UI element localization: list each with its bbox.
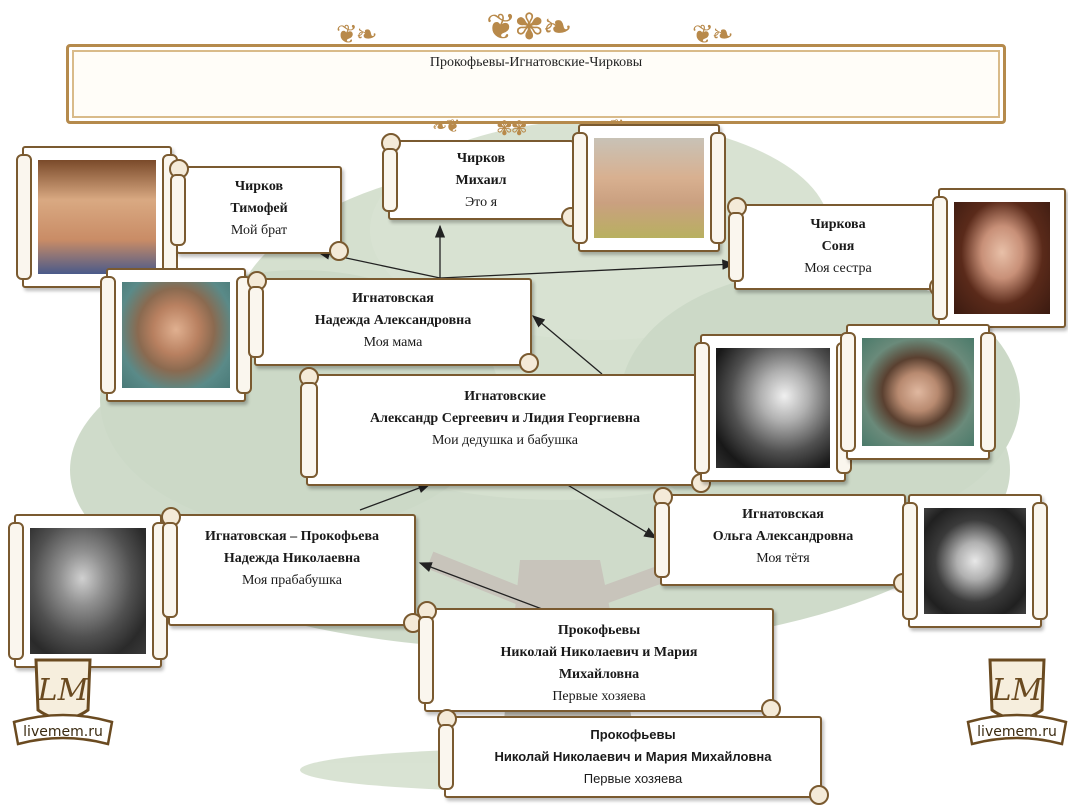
photo-frame-timofey [16, 146, 178, 288]
card-timofey-surname: Чирков [234, 179, 284, 194]
card-mother: Игнатовская Надежда Александровна Моя ма… [247, 271, 539, 373]
card-sonya-surname: Чиркова [810, 217, 866, 232]
card-grandparents-role: Мои дедушка и бабушка [432, 433, 578, 448]
photo-frame-grandfather [694, 334, 852, 482]
card-aunt: Игнатовская Ольга Александровна Моя тётя [653, 487, 913, 593]
photo-grandmother [862, 338, 974, 446]
bottom-ornament-center: ✾✾ [496, 116, 527, 140]
svg-text:livemem.ru: livemem.ru [977, 724, 1057, 740]
card-grandparents-names: Александр Сергеевич и Лидия Георгиевна [369, 411, 640, 426]
card-first-owners-copy: Прокофьевы Николай Николаевич и Мария Ми… [437, 709, 829, 805]
photo-grandfather [716, 348, 830, 468]
svg-text:LM: LM [37, 673, 90, 708]
card-first-owners-copy-role: Первые хозяева [583, 771, 683, 786]
card-mikhail-name: Михаил [455, 173, 507, 188]
top-ornament-left: ❦❧ [336, 20, 378, 50]
card-aunt-role: Моя тётя [756, 551, 810, 566]
card-first-owners-role: Первые хозяева [552, 689, 646, 704]
page-title: Прокофьевы-Игнатовские-Чирковы [429, 55, 643, 70]
card-great-grandmother-name: Надежда Николаевна [223, 551, 361, 566]
photo-timofey [38, 160, 156, 274]
card-first-owners-names: Николай Николаевич и Мария [500, 645, 698, 660]
photo-sonya [954, 202, 1050, 314]
card-grandparents: Игнатовские Александр Сергеевич и Лидия … [299, 367, 711, 493]
card-timofey-role: Мой брат [230, 223, 288, 238]
photo-frame-sonya [932, 188, 1066, 328]
title-banner: Прокофьевы-Игнатовские-Чирковы [66, 44, 1006, 124]
photo-great-grandmother [30, 528, 146, 654]
card-sonya-name: Соня [821, 239, 855, 254]
card-first-owners-copy-surname: Прокофьевы [590, 727, 676, 742]
card-aunt-surname: Игнатовская [742, 507, 824, 522]
livemem-shield-icon: LM livemem.ru [966, 658, 1068, 746]
photo-mother [122, 282, 230, 388]
card-first-owners-names-cont: Михайловна [558, 667, 640, 682]
livemem-logo-left[interactable]: LM livemem.ru [8, 652, 118, 762]
svg-text:livemem.ru: livemem.ru [23, 724, 103, 740]
card-great-grandmother: Игнатовская – Прокофьева Надежда Николае… [161, 507, 423, 633]
card-sonya-role: Моя сестра [804, 261, 872, 276]
photo-frame-aunt [902, 494, 1048, 628]
card-mother-surname: Игнатовская [352, 291, 434, 306]
card-sonya: Чиркова Соня Моя сестра [727, 197, 949, 297]
card-mother-name: Надежда Александровна [314, 313, 472, 328]
photo-frame-great-grandmother [8, 514, 168, 668]
photo-mikhail [594, 138, 704, 238]
top-ornament-right: ❦❧ [692, 20, 734, 50]
top-ornament-center: ❦✾❧ [486, 7, 572, 48]
card-first-owners-surname: Прокофьевы [557, 623, 641, 638]
card-great-grandmother-role: Моя прабабушка [242, 573, 342, 588]
card-timofey: Чирков Тимофей Мой брат [169, 159, 349, 261]
card-mikhail-surname: Чирков [456, 151, 506, 166]
card-aunt-name: Ольга Александровна [712, 529, 854, 544]
livemem-logo-right[interactable]: LM livemem.ru [962, 652, 1068, 762]
card-mother-role: Моя мама [363, 335, 423, 350]
svg-text:LM: LM [991, 673, 1044, 708]
card-timofey-name: Тимофей [230, 201, 288, 216]
card-mikhail-role: Это я [464, 195, 498, 210]
photo-frame-grandmother [840, 324, 996, 460]
card-first-owners-copy-names: Николай Николаевич и Мария Михайловна [494, 749, 772, 764]
card-first-owners: Прокофьевы Николай Николаевич и Мария Ми… [417, 601, 781, 719]
photo-aunt [924, 508, 1026, 614]
card-grandparents-surname: Игнатовские [464, 389, 546, 404]
livemem-shield-icon: LM livemem.ru [12, 658, 114, 746]
card-great-grandmother-surname: Игнатовская – Прокофьева [204, 529, 380, 544]
photo-frame-mikhail [572, 124, 726, 252]
bottom-ornament-left: ❧❦ [432, 116, 460, 137]
photo-frame-mother [100, 268, 252, 402]
card-mikhail: Чирков Михаил Это я [381, 133, 581, 227]
